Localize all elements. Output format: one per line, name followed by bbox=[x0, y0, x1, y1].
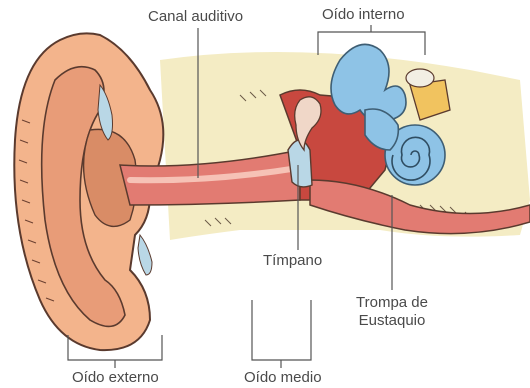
label-oido-medio: Oído medio bbox=[244, 369, 322, 387]
cartilage-fluid-lower bbox=[138, 235, 152, 275]
label-trompa-de-eustaquio: Trompa de Eustaquio bbox=[350, 294, 434, 330]
label-oido-interno: Oído interno bbox=[322, 6, 405, 24]
bone-cap bbox=[406, 69, 434, 87]
label-canal-auditivo: Canal auditivo bbox=[148, 8, 243, 26]
label-oido-externo: Oído externo bbox=[72, 369, 159, 387]
label-trompa-line1: Trompa de bbox=[350, 294, 434, 312]
label-trompa-line2: Eustaquio bbox=[350, 312, 434, 330]
eardrum-shape bbox=[288, 140, 312, 187]
label-timpano: Tímpano bbox=[263, 252, 322, 270]
